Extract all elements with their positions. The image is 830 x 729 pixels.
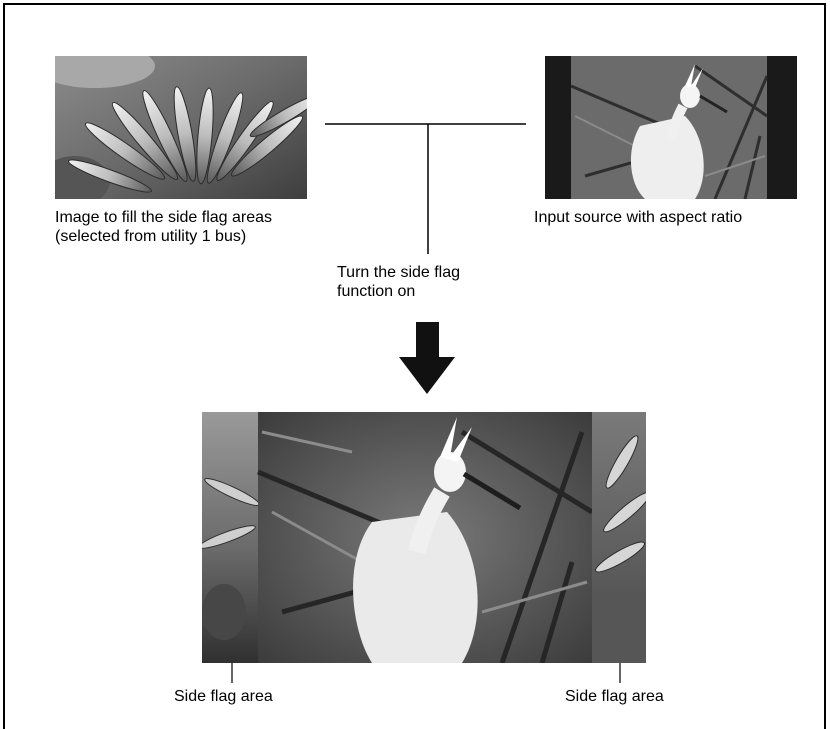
side-flag-right-label: Side flag area [565, 687, 705, 706]
side-flag-left-label: Side flag area [174, 687, 314, 706]
result-composite-photo [202, 412, 646, 663]
instruction-text: Turn the side flag function on [337, 263, 512, 301]
input-source-caption: Input source with aspect ratio [534, 208, 814, 227]
fill-image-caption: Image to fill the side flag areas (selec… [55, 208, 310, 246]
down-arrow-icon [399, 322, 455, 394]
